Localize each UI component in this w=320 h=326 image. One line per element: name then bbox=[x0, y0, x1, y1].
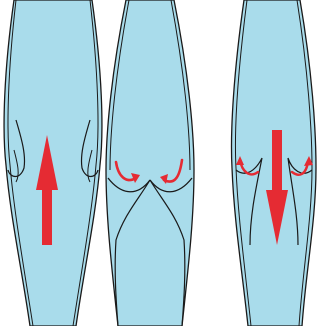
vein-panel-reverse bbox=[232, 0, 317, 326]
vein-panel-closed bbox=[106, 0, 194, 326]
vein-panel-open bbox=[4, 0, 102, 326]
vein-wall-open bbox=[4, 0, 102, 326]
